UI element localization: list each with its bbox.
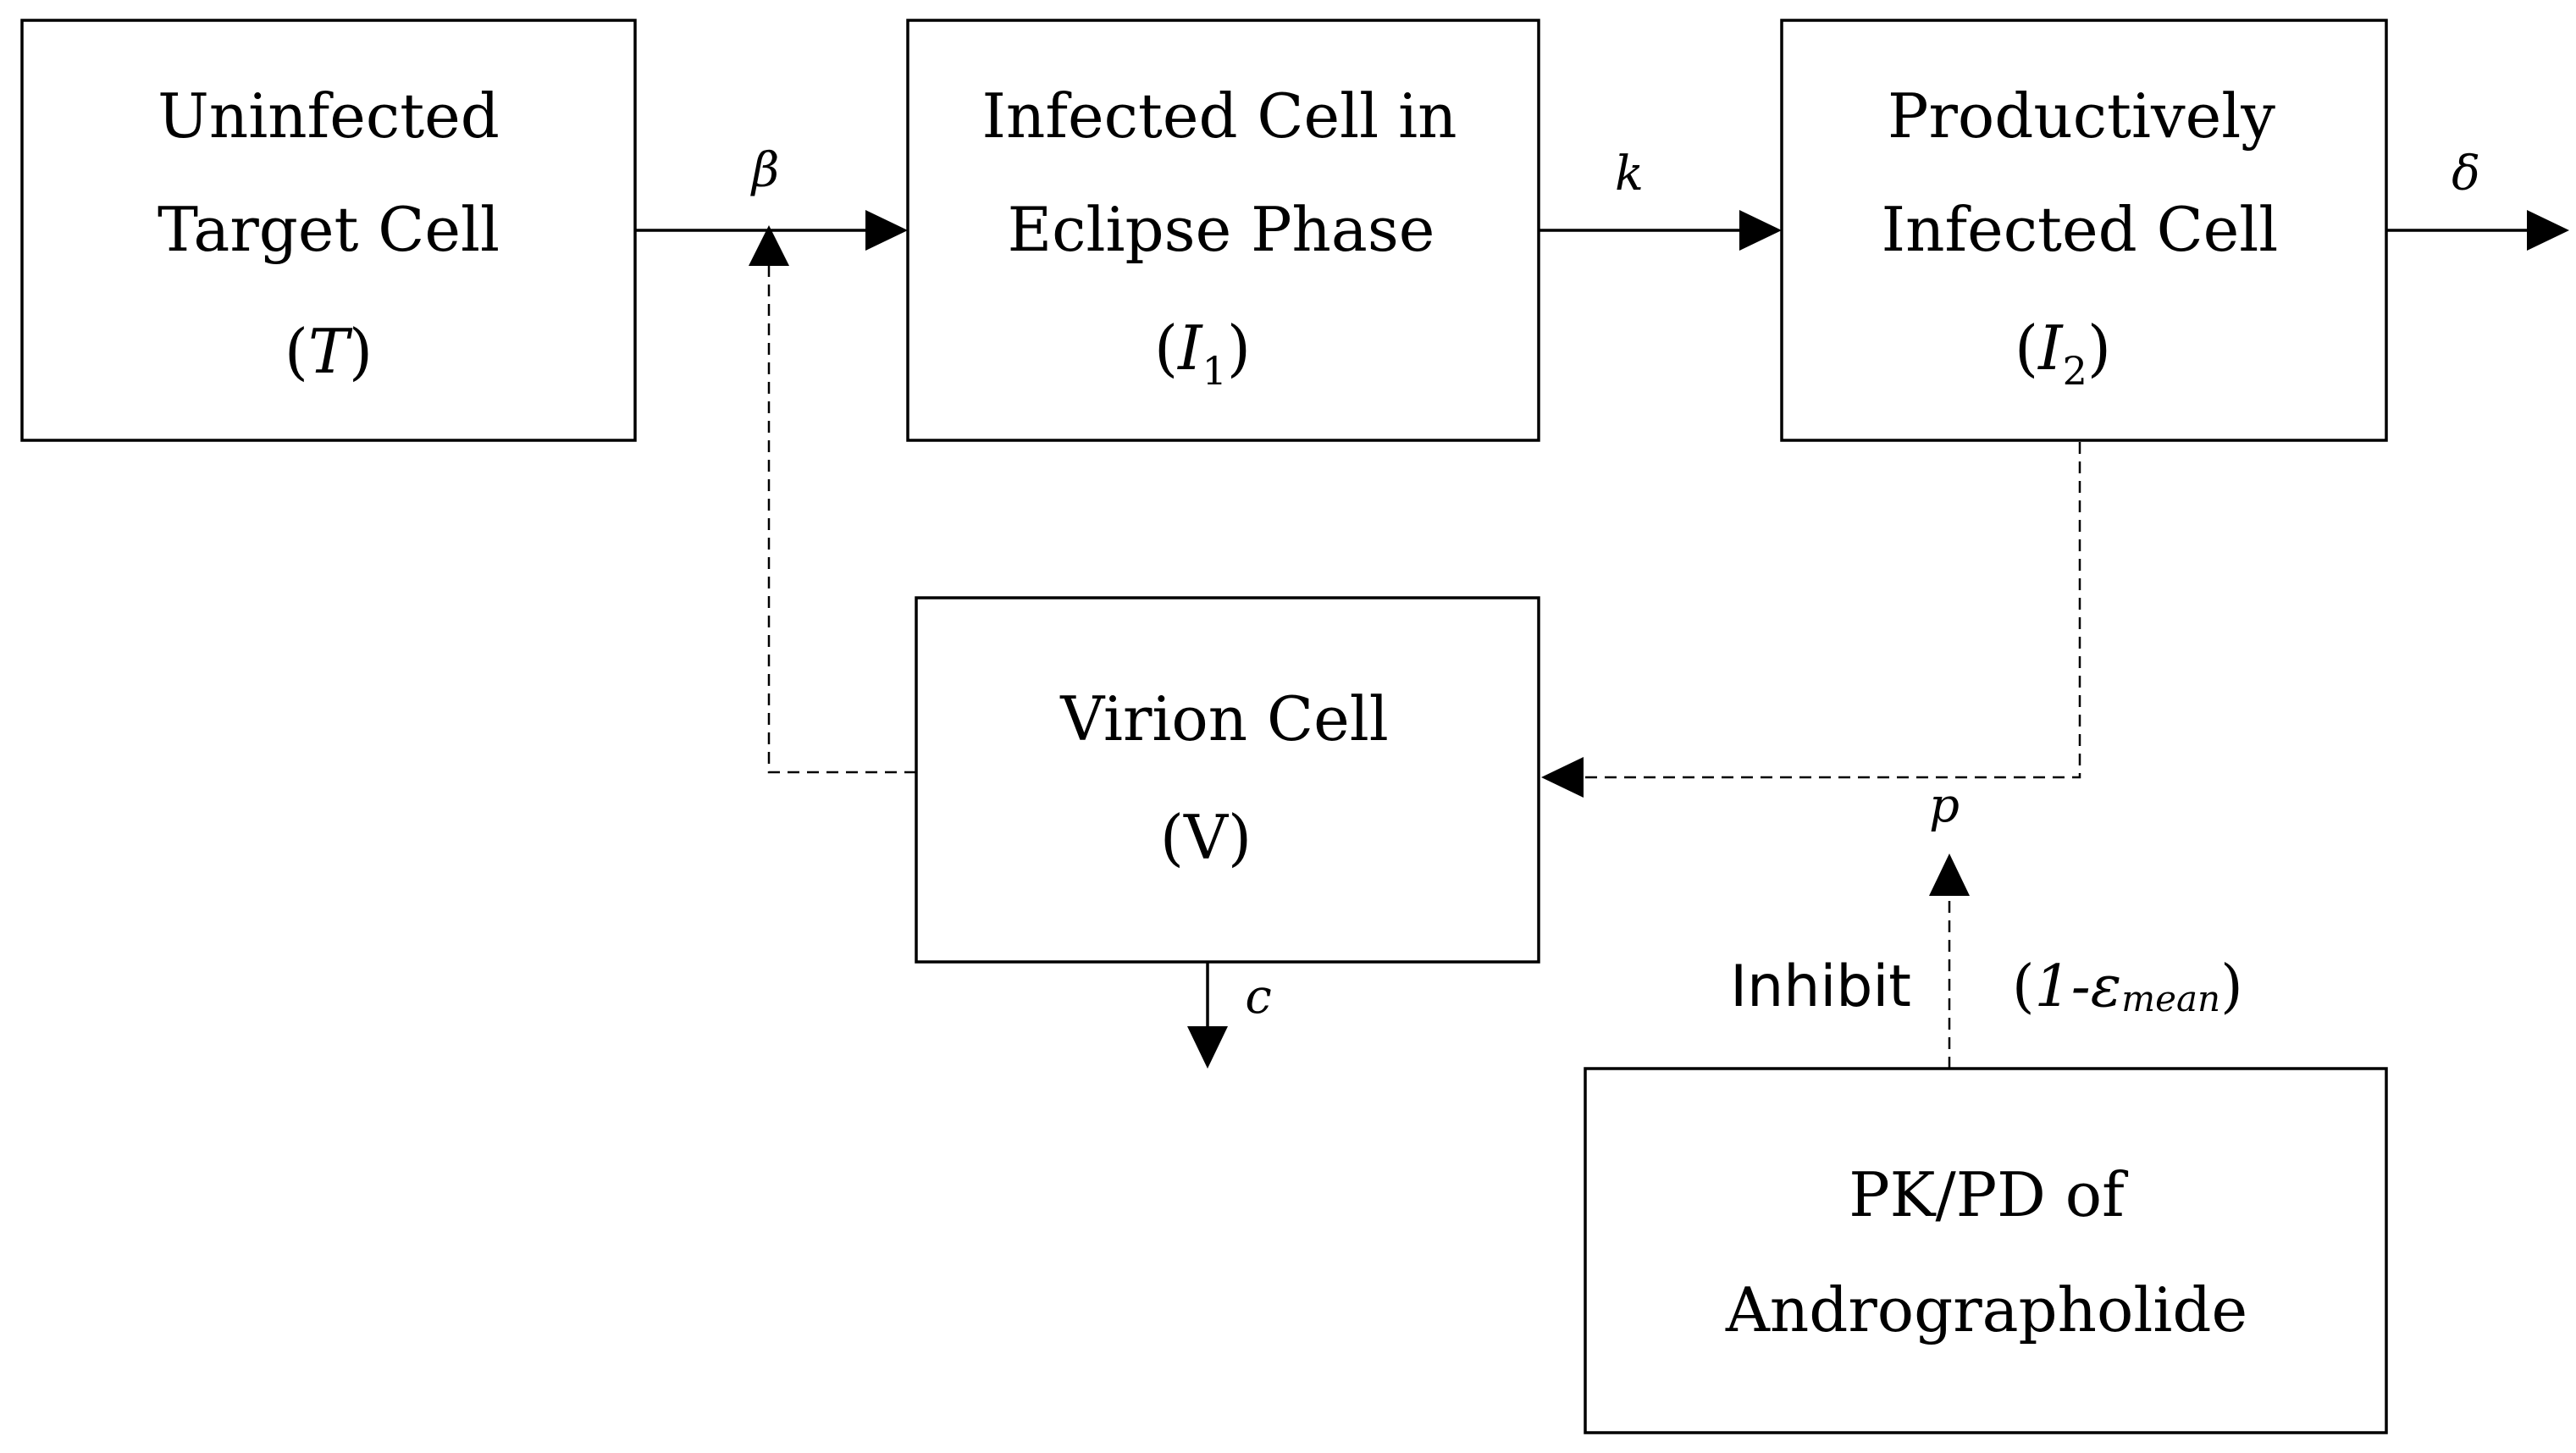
param-k: k [1615,146,1644,202]
arrowhead-inhibition [1929,854,1970,896]
dashed-virion-to-infection [767,262,916,774]
eclipse-line2: Eclipse Phase [1008,194,1435,265]
productive-line1: Productively [1888,80,2275,152]
box-productive-cell: Productively Infected Cell (I2) [1780,19,2388,442]
productive-symbol: (I2) [2015,312,2111,394]
arrowhead-death [2527,210,2569,251]
param-delta: δ [2452,146,2480,202]
inhibit-formula: (1-εmean) [2012,953,2243,1020]
dashed-productive-to-virion [1578,442,2081,779]
virion-line2: (V) [1160,802,1252,873]
box-target-cell: Uninfected Target Cell (T) [20,19,637,442]
pkpd-line2: Andrographolide [1725,1274,2247,1345]
param-beta: β [750,143,779,198]
arrowhead-virion-production [1541,757,1584,798]
box-virion-cell: Virion Cell (V) [915,596,1540,964]
pkpd-line1: PK/PD of [1849,1159,2128,1230]
eclipse-line1: Infected Cell in [982,80,1457,152]
box-eclipse-phase: Infected Cell in Eclipse Phase (I1) [906,19,1540,442]
productive-line2: Infected Cell [1882,194,2279,265]
target-line2: Target Cell [158,194,500,265]
arrowhead-infection-rate [749,225,789,266]
arrowhead-eclipse [865,210,908,251]
param-p: p [1929,778,1960,833]
virion-line1: Virion Cell [1059,683,1389,754]
arrowhead-productive [1739,210,1782,251]
inhibit-label: Inhibit [1730,953,1911,1020]
box-pkpd-andrographolide: PK/PD of Andrographolide [1584,1067,2388,1434]
target-symbol: (T) [285,316,373,387]
eclipse-symbol: (I1) [1154,312,1251,394]
target-line1: Uninfected [158,80,500,152]
arrowhead-clearance [1187,1026,1228,1069]
param-c: c [1245,970,1271,1025]
